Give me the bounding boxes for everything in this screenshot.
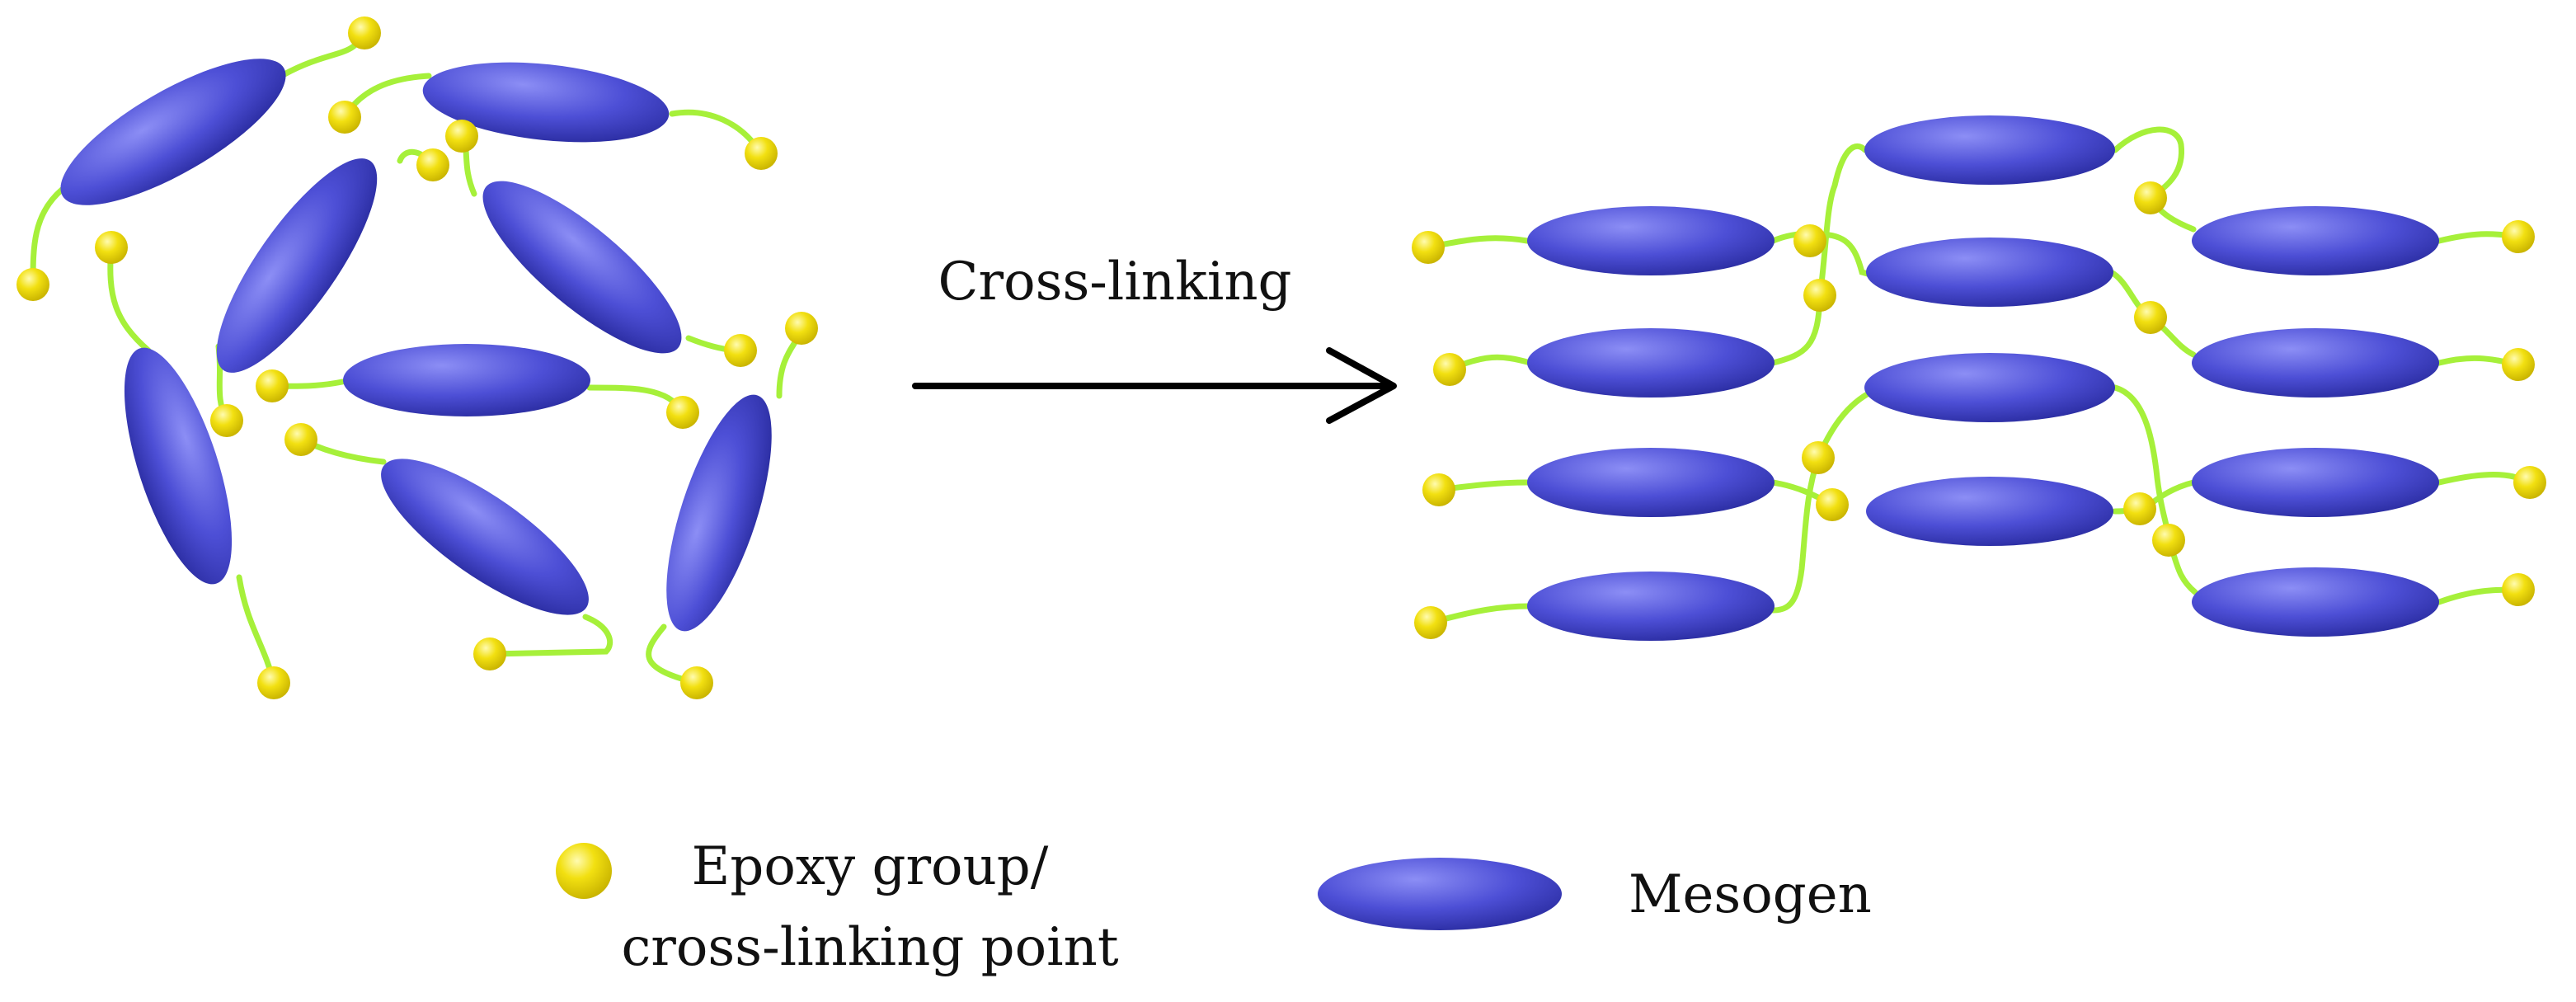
epoxy-group [745, 137, 778, 170]
mesogen [2192, 567, 2439, 637]
crosslink-point [2134, 301, 2167, 334]
mesogen [2192, 328, 2439, 398]
epoxy-group [666, 396, 699, 429]
epoxy-group [95, 231, 128, 264]
reaction-arrow: Cross-linking [912, 252, 1397, 424]
mesogen [1527, 328, 1775, 398]
epoxy-group [416, 148, 449, 181]
epoxy-group [680, 666, 713, 699]
arrowhead-icon [1326, 347, 1397, 424]
crosslink-point [1793, 224, 1826, 257]
epoxy-group [257, 666, 290, 699]
epoxy-legend-label-line2: cross-linking point [621, 917, 1118, 978]
mesogen [666, 394, 772, 632]
mesogen [1866, 477, 2113, 546]
epoxy-legend-icon [556, 843, 612, 899]
epoxy-group [1422, 473, 1455, 506]
epoxy-group [284, 423, 317, 456]
crosslink-point [2152, 524, 2185, 557]
epoxy-group [256, 369, 289, 402]
mesogen [1527, 572, 1775, 641]
mesogen [422, 62, 670, 143]
epoxy-legend-label-line1: Epoxy group/ [692, 836, 1049, 897]
mesogen [343, 344, 590, 416]
crosslink-point [1816, 488, 1849, 521]
epoxy-group [1433, 353, 1466, 386]
linker [646, 623, 700, 686]
epoxy-group [348, 16, 381, 49]
mesogen [482, 181, 682, 354]
mesogen [381, 459, 589, 615]
epoxy-group [1414, 606, 1447, 639]
epoxy-group [210, 404, 243, 437]
linker [236, 574, 277, 686]
crosslink-point [2134, 181, 2167, 214]
crosslink-point [1803, 279, 1836, 312]
epoxy-group [445, 120, 478, 153]
epoxy-group [1412, 231, 1445, 264]
epoxy-group [2502, 220, 2535, 253]
epoxy-group [2502, 573, 2535, 606]
mesogen-legend-label: Mesogen [1629, 864, 1872, 925]
epoxy-group [724, 334, 757, 367]
linker [488, 614, 613, 657]
legend: Epoxy group/ cross-linking point Mesogen [556, 836, 1872, 978]
crosslink-point [2123, 492, 2156, 525]
arrow-label: Cross-linking [938, 252, 1292, 313]
mesogen [216, 158, 378, 373]
mesogen [1527, 206, 1775, 275]
linker [343, 73, 432, 117]
epoxy-group [16, 268, 49, 301]
epoxy-group [785, 312, 818, 345]
crosslinked-network [1412, 115, 2546, 641]
mesogen [124, 347, 233, 585]
epoxy-group [473, 637, 506, 670]
disordered-monomers [16, 16, 818, 699]
mesogen [60, 59, 286, 205]
crosslink [1770, 454, 1822, 614]
mesogen-legend-icon [1318, 858, 1562, 930]
mesogen [2192, 448, 2439, 517]
epoxy-group [2502, 348, 2535, 381]
mesogen [1864, 353, 2115, 422]
mesogen [1866, 238, 2113, 307]
mesogen [2192, 206, 2439, 275]
mesogen [1864, 115, 2115, 185]
epoxy-group [2513, 466, 2546, 499]
mesogen [1527, 448, 1775, 517]
epoxy-group [328, 101, 361, 134]
crosslink-point [1802, 441, 1835, 474]
